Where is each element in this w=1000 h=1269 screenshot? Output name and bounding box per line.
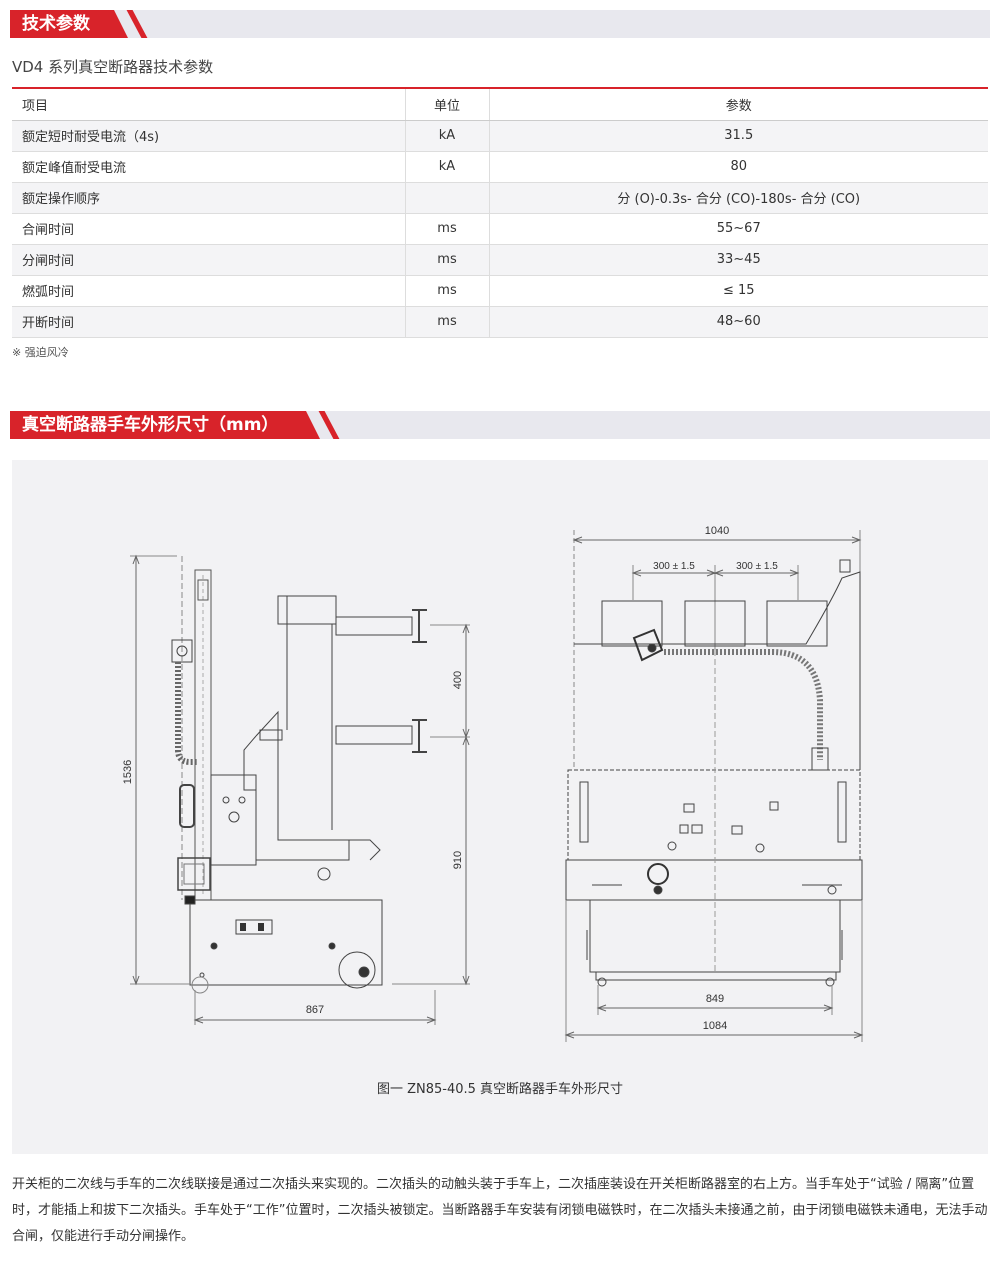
section-title: 技术参数: [10, 10, 128, 38]
cell-item: 燃弧时间: [12, 275, 406, 307]
spec-table: 项目 单位 参数 额定短时耐受电流（4s) kA 31.5 额定峰值耐受电流 k…: [12, 87, 988, 338]
header-value: 参数: [489, 87, 988, 121]
side-view: [130, 554, 470, 1025]
cell-unit: kA: [405, 151, 490, 183]
cell-unit: ms: [405, 275, 490, 307]
table-row: 合闸时间 ms 55~67: [12, 213, 988, 245]
drawing-panel: 1536 400 910 867 1040 300 ± 1.5 300 ± 1.…: [12, 460, 988, 1154]
dim-wheel-span: 849: [706, 993, 724, 1005]
cell-value: 33~45: [489, 244, 988, 276]
description-paragraph: 开关柜的二次线与手车的二次线联接是通过二次插头来实现的。二次插头的动触头装于手车…: [12, 1177, 988, 1244]
section-header-dimensions: 真空断路器手车外形尺寸（mm）: [10, 411, 990, 439]
dim-width-top: 1040: [705, 525, 729, 537]
dim-pitch-left: 300 ± 1.5: [653, 561, 695, 572]
cell-unit: ms: [405, 306, 490, 338]
dimension-labels: 1536 400 910 867 1040 300 ± 1.5 300 ± 1.…: [122, 525, 778, 1032]
cell-value: ≤ 15: [489, 275, 988, 307]
table-row: 开断时间 ms 48~60: [12, 306, 988, 338]
dim-lower: 910: [452, 851, 464, 869]
table-row: 分闸时间 ms 33~45: [12, 244, 988, 276]
cell-unit: [405, 182, 490, 214]
section-slash-decoration: [126, 10, 148, 38]
dim-height-total: 1536: [122, 760, 134, 784]
header-item: 项目: [12, 87, 406, 121]
section-title: 真空断路器手车外形尺寸（mm）: [10, 411, 320, 439]
table-header-row: 项目 单位 参数: [12, 87, 988, 121]
table-row: 燃弧时间 ms ≤ 15: [12, 275, 988, 307]
cell-value: 分 (O)-0.3s- 合分 (CO)-180s- 合分 (CO): [489, 182, 988, 214]
cell-unit: ms: [405, 213, 490, 245]
table-row: 额定操作顺序 分 (O)-0.3s- 合分 (CO)-180s- 合分 (CO): [12, 182, 988, 214]
table-title: VD4 系列真空断路器技术参数: [12, 58, 214, 76]
cell-item: 额定峰值耐受电流: [12, 151, 406, 183]
section-slash-decoration: [318, 411, 340, 439]
dim-pitch-right: 300 ± 1.5: [736, 561, 778, 572]
technical-drawing: [130, 530, 864, 1042]
header-unit: 单位: [405, 87, 490, 121]
dim-width-bottom: 1084: [703, 1020, 727, 1032]
cell-value: 31.5: [489, 120, 988, 152]
dim-upper: 400: [452, 671, 464, 689]
front-view: [564, 530, 864, 1042]
cell-value: 48~60: [489, 306, 988, 338]
drawing-caption: 图一 ZN85-40.5 真空断路器手车外形尺寸: [376, 1082, 624, 1097]
cell-item: 额定操作顺序: [12, 182, 406, 214]
section-header-tech-params: 技术参数: [10, 10, 990, 38]
cell-unit: kA: [405, 120, 490, 152]
cell-item: 分闸时间: [12, 244, 406, 276]
table-note: ※ 强迫风冷: [12, 346, 69, 359]
cell-item: 开断时间: [12, 306, 406, 338]
cell-item: 合闸时间: [12, 213, 406, 245]
cell-value: 55~67: [489, 213, 988, 245]
cell-value: 80: [489, 151, 988, 183]
table-row: 额定峰值耐受电流 kA 80: [12, 151, 988, 183]
table-row: 额定短时耐受电流（4s) kA 31.5: [12, 120, 988, 152]
cell-item: 额定短时耐受电流（4s): [12, 120, 406, 152]
cell-unit: ms: [405, 244, 490, 276]
dim-depth: 867: [306, 1004, 324, 1016]
